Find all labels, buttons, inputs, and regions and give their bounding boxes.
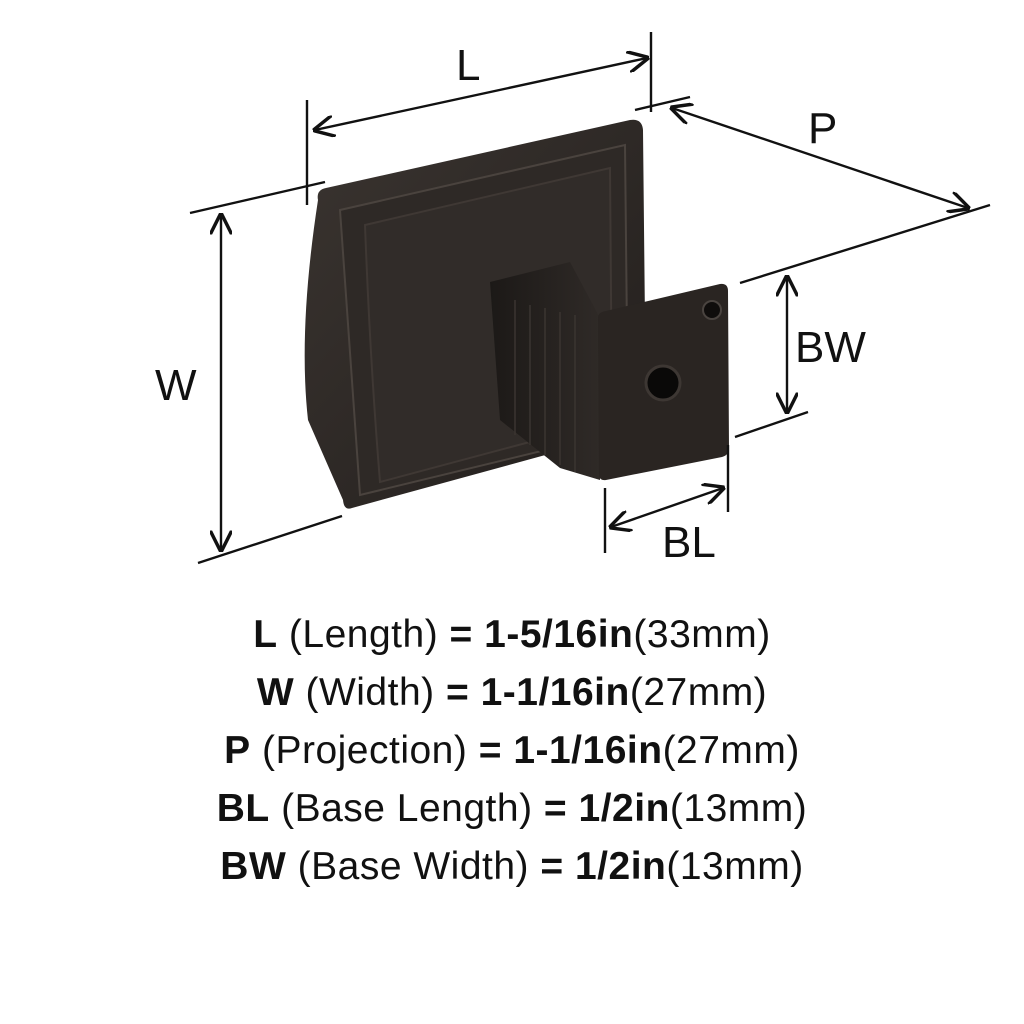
dimension-line-BL bbox=[611, 488, 723, 527]
extension-line bbox=[734, 410, 809, 439]
dimension-line-P bbox=[672, 108, 968, 208]
dimension-lines bbox=[189, 32, 991, 565]
spec-name: (Projection) bbox=[261, 729, 468, 772]
spec-metric: (27mm) bbox=[629, 671, 768, 714]
label-P: P bbox=[808, 104, 837, 153]
dimension-line-L bbox=[315, 58, 647, 130]
spec-code: L bbox=[253, 613, 278, 656]
spec-imperial: = 1/2in bbox=[543, 787, 670, 830]
spec-imperial: = 1-1/16in bbox=[478, 729, 663, 772]
spec-imperial: = 1/2in bbox=[540, 845, 667, 888]
screw-hole bbox=[644, 364, 682, 402]
spec-metric: (33mm) bbox=[633, 613, 771, 656]
spec-code: BL bbox=[216, 787, 270, 830]
label-BW: BW bbox=[795, 323, 866, 372]
spec-metric: (13mm) bbox=[666, 845, 804, 888]
spec-metric: (27mm) bbox=[662, 729, 800, 772]
product-dimension-diagram: L P W BW BL bbox=[155, 32, 991, 567]
spec-imperial: = 1-1/16in bbox=[445, 671, 630, 714]
spec-code: P bbox=[224, 729, 251, 772]
spec-metric: (13mm) bbox=[669, 787, 808, 830]
spec-code: BW bbox=[220, 845, 287, 888]
set-screw-hole bbox=[702, 300, 722, 320]
extension-line bbox=[739, 203, 991, 285]
label-BL: BL bbox=[662, 518, 716, 567]
label-L: L bbox=[456, 41, 480, 90]
stem-texture bbox=[514, 300, 576, 472]
spec-projection: P (Projection) = 1-1/16in(27mm) bbox=[0, 722, 1024, 780]
spec-name: (Width) bbox=[305, 671, 435, 714]
spec-code: W bbox=[256, 671, 295, 714]
extension-line bbox=[634, 95, 691, 112]
extension-line bbox=[197, 514, 343, 565]
cabinet-knob bbox=[304, 119, 729, 509]
spec-base-width: BW (Base Width) = 1/2in(13mm) bbox=[0, 838, 1024, 896]
dimension-specs: L (Length) = 1-5/16in(33mm) W (Width) = … bbox=[0, 606, 1024, 896]
spec-width: W (Width) = 1-1/16in(27mm) bbox=[0, 664, 1024, 722]
spec-name: (Base Length) bbox=[281, 787, 533, 830]
spec-name: (Length) bbox=[288, 613, 439, 656]
spec-name: (Base Width) bbox=[297, 845, 530, 888]
spec-base-length: BL (Base Length) = 1/2in(13mm) bbox=[0, 780, 1024, 838]
spec-length: L (Length) = 1-5/16in(33mm) bbox=[0, 606, 1024, 664]
label-W: W bbox=[155, 361, 197, 410]
spec-imperial: = 1-5/16in bbox=[449, 613, 634, 656]
extension-line bbox=[189, 180, 326, 215]
